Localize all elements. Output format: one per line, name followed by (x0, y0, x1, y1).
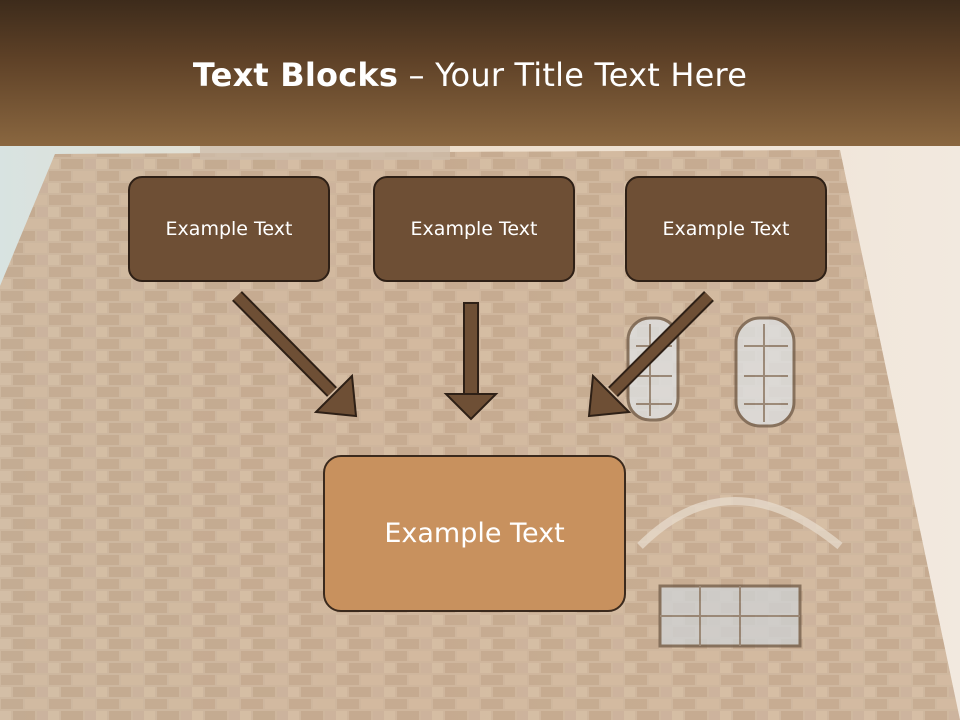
text-box-label: Example Text (165, 218, 293, 240)
title-dash: – (398, 56, 436, 94)
text-box-label: Example Text (410, 218, 538, 240)
text-box-2[interactable]: Example Text (373, 176, 575, 282)
main-text-box[interactable]: Example Text (323, 455, 626, 612)
text-box-1[interactable]: Example Text (128, 176, 330, 282)
text-box-3[interactable]: Example Text (625, 176, 827, 282)
main-text-box-label: Example Text (384, 518, 565, 549)
title-rest-text: Your Title Text Here (435, 56, 748, 94)
title-bold-text: Text Blocks (192, 56, 399, 94)
slide-title[interactable]: Text Blocks – Your Title Text Here (0, 56, 940, 94)
text-box-label: Example Text (662, 218, 790, 240)
title-bar: Text Blocks – Your Title Text Here (0, 0, 960, 146)
